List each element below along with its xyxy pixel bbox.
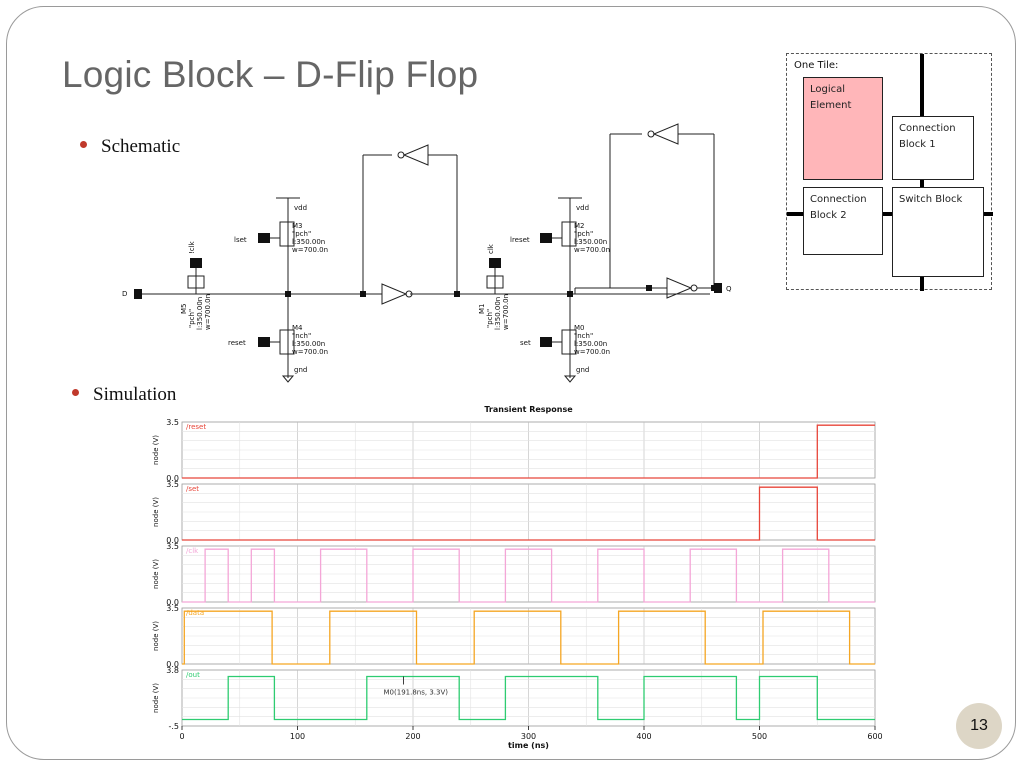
- x-tick-label: 400: [636, 732, 651, 741]
- m4-w: w=700.0n: [292, 348, 328, 356]
- m4-name: M4: [292, 324, 303, 332]
- y-axis-label: node (V): [152, 497, 160, 527]
- stage1-reset-label: reset: [228, 339, 246, 347]
- stage1-clk-label: !clk: [188, 240, 196, 254]
- m2-model: "pch": [574, 230, 593, 238]
- tile-diagram: One Tile: Logical Element Connection Blo…: [786, 53, 993, 291]
- y-tick-label: 0.0: [166, 536, 179, 545]
- m5-l: l:350.00n: [196, 297, 204, 330]
- series-line-clk: [182, 548, 875, 603]
- y-tick-label: 3.8: [166, 666, 179, 675]
- m0-name: M0: [574, 324, 585, 332]
- page-number: 13: [970, 717, 988, 734]
- panel-out: /out 3.8 -.5 node (V) M0(191.8ns, 3.3V): [152, 666, 876, 731]
- x-tick-label: 600: [867, 732, 882, 741]
- bullet-schematic: Schematic: [80, 136, 180, 158]
- gnd-label-1: gnd: [294, 366, 307, 374]
- m3-model: "pch": [292, 230, 311, 238]
- y-tick-label: 0.0: [166, 660, 179, 669]
- series-line-reset: [182, 424, 875, 479]
- vdd-label-2: vdd: [576, 204, 589, 212]
- chart-title: Transient Response: [484, 405, 573, 414]
- stage1-set-label: lset: [234, 236, 247, 244]
- y-tick-label: 3.5: [166, 542, 179, 551]
- gnd-label-2: gnd: [576, 366, 589, 374]
- slide-title: Logic Block – D-Flip Flop: [62, 54, 479, 95]
- series-label: /out: [186, 671, 200, 679]
- output-q-label: Q: [726, 285, 732, 293]
- m2-l: l:350.00n: [574, 238, 607, 246]
- y-axis-label: node (V): [152, 683, 160, 713]
- m1-l: l:350.00n: [494, 297, 502, 330]
- y-tick-label: 0.0: [166, 598, 179, 607]
- bullet-dot-icon: [72, 389, 79, 397]
- x-tick-label: 200: [405, 732, 420, 741]
- series-line-set: [182, 486, 875, 541]
- bullet-dot-icon: [80, 141, 87, 149]
- m4-l: l:350.00n: [292, 340, 325, 348]
- m5-w: w=700.0n: [204, 294, 212, 330]
- bullet-label: Schematic: [101, 136, 181, 157]
- y-tick-label: 0.0: [166, 474, 179, 483]
- x-tick-label: 100: [290, 732, 305, 741]
- m1-name: M1: [478, 304, 486, 315]
- series-line-data: [182, 610, 875, 665]
- connection-block-2-box: Connection Block 2: [803, 187, 883, 255]
- switch-block-box: Switch Block: [892, 187, 984, 277]
- m1-model: "pch": [486, 309, 494, 328]
- horizontal-wire: [787, 212, 993, 216]
- m0-model: "nch": [574, 332, 593, 340]
- series-label: /set: [186, 485, 199, 493]
- stage2-set-label: lreset: [510, 236, 530, 244]
- x-tick-label: 500: [752, 732, 767, 741]
- x-tick-label: 300: [521, 732, 536, 741]
- stage2-clk-label: clk: [487, 243, 495, 254]
- m2-name: M2: [574, 222, 585, 230]
- series-line-out: [182, 675, 875, 721]
- m3-l: l:350.00n: [292, 238, 325, 246]
- y-tick-label: 3.5: [166, 418, 179, 427]
- tile-label: One Tile:: [794, 60, 839, 71]
- x-tick-label: 0: [179, 732, 184, 741]
- m3-w: w=700.0n: [292, 246, 328, 254]
- m1-w: w=700.0n: [502, 294, 510, 330]
- m2-w: w=700.0n: [574, 246, 610, 254]
- panel-data: /data 3.5 0.0 node (V): [152, 604, 876, 669]
- m5-model: "pch": [188, 309, 196, 328]
- y-axis-label: node (V): [152, 435, 160, 465]
- m0-l: l:350.00n: [574, 340, 607, 348]
- bullet-simulation: Simulation: [72, 384, 176, 406]
- y-tick-label: 3.5: [166, 480, 179, 489]
- series-label: /data: [186, 609, 204, 617]
- panel-clk: /clk 3.5 0.0 node (V): [152, 542, 876, 607]
- m3-name: M3: [292, 222, 303, 230]
- panel-reset: /reset 3.5 0.0 node (V): [152, 418, 876, 483]
- logical-element-box: Logical Element: [803, 77, 883, 180]
- y-tick-label: 3.5: [166, 604, 179, 613]
- input-d-label: D: [122, 290, 127, 298]
- m4-model: "nch": [292, 332, 311, 340]
- y-tick-label: -.5: [168, 722, 179, 731]
- slide-frame: [6, 6, 1016, 760]
- page-number-badge: 13: [956, 703, 1002, 749]
- connection-block-1-box: Connection Block 1: [892, 116, 974, 180]
- marker-annotation: M0(191.8ns, 3.3V): [384, 689, 449, 697]
- x-axis-label: time (ns): [508, 741, 549, 750]
- bullet-label: Simulation: [93, 384, 177, 405]
- m5-name: M5: [180, 304, 188, 315]
- m0-w: w=700.0n: [574, 348, 610, 356]
- series-label: /clk: [186, 547, 199, 555]
- series-label: /reset: [186, 423, 206, 431]
- y-axis-label: node (V): [152, 559, 160, 589]
- vdd-label-1: vdd: [294, 204, 307, 212]
- panel-set: /set 3.5 0.0 node (V): [152, 480, 876, 545]
- dff-schematic: D Q vdd vdd gnd gnd lset reset !clk M3 "…: [122, 123, 732, 383]
- stage2-reset-label: set: [520, 339, 531, 347]
- y-axis-label: node (V): [152, 621, 160, 651]
